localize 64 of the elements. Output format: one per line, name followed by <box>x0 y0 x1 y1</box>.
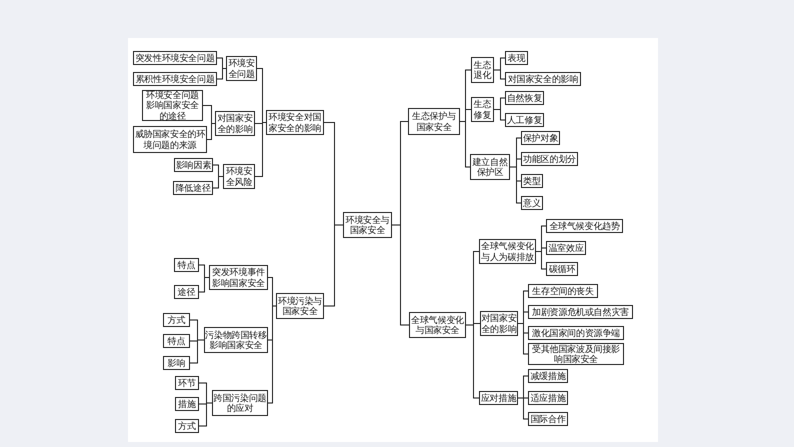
topic-box: 对国家安全的影响 <box>505 72 581 86</box>
topic-box: 特点 <box>163 334 190 348</box>
connector-line <box>254 122 266 177</box>
connector-line <box>268 306 276 404</box>
topic-box: 全球气候变化与国家安全 <box>409 312 466 338</box>
topic-box: 受其他国家波及间接影响国家安全 <box>528 343 624 365</box>
topic-box: 建立自然保护区 <box>470 154 510 180</box>
topic-box: 对国家安全的影响 <box>480 311 518 336</box>
connector-line <box>392 224 410 326</box>
topic-box: 生态退化 <box>471 57 494 83</box>
topic-box: 降低途径 <box>173 181 213 195</box>
topic-box: 表现 <box>505 51 528 65</box>
topic-box: 影响 <box>163 356 190 370</box>
connector-line <box>510 166 522 204</box>
topic-box: 措施 <box>175 397 199 411</box>
topic-box: 累积性环境安全问题 <box>133 72 217 86</box>
topic-box: 保护对象 <box>521 131 560 145</box>
topic-box: 对国家安全的影响 <box>215 111 255 136</box>
connector-line <box>212 176 224 188</box>
connector-line <box>216 68 226 80</box>
topic-box: 跨国污染问题的应对 <box>212 390 268 416</box>
topic-box: 环境安全与国家安全 <box>343 212 392 238</box>
connector-line <box>536 251 546 270</box>
topic-box: 威胁国家安全的环境问题的来源 <box>133 126 207 153</box>
topic-box: 加剧资源危机或自然灾害 <box>528 305 633 319</box>
topic-box: 生态保护与国家安全 <box>408 108 460 135</box>
topic-box: 人工修复 <box>505 113 544 127</box>
topic-box: 影响因素 <box>174 158 213 172</box>
topic-box: 环境污染与国家安全 <box>276 293 324 319</box>
topic-box: 特点 <box>174 258 199 272</box>
topic-box: 突发性环境安全问题 <box>133 51 217 65</box>
topic-box: 环境安全问题影响国家安全的途径 <box>142 90 203 121</box>
topic-box: 环节 <box>175 376 199 390</box>
topic-box: 污染物跨国转移影响国家安全 <box>204 327 268 353</box>
connector-line <box>460 121 470 168</box>
topic-box: 功能区的划分 <box>521 152 578 166</box>
topic-box: 环境安全风险 <box>223 164 255 189</box>
topic-box: 自然恢复 <box>505 91 544 105</box>
topic-box: 生态修复 <box>471 97 494 122</box>
topic-box: 减缓措施 <box>528 369 568 383</box>
topic-box: 激化国家间的资源争端 <box>528 326 624 340</box>
topic-box: 突发环境事件影响国家安全 <box>209 265 268 290</box>
topic-box: 意义 <box>521 196 543 210</box>
topic-box: 应对措施 <box>479 391 518 405</box>
connector-line <box>466 324 480 398</box>
topic-box: 环境安全问题 <box>226 56 257 81</box>
connector-line <box>206 123 216 140</box>
topic-box: 国际合作 <box>528 412 568 426</box>
topic-box: 温室效应 <box>546 241 586 255</box>
topic-box: 方式 <box>163 313 190 327</box>
topic-box: 方式 <box>175 419 199 433</box>
topic-box: 途径 <box>174 285 199 299</box>
topic-box: 全球气候变化与人为碳排放 <box>479 239 536 264</box>
topic-box: 生存空间的丧失 <box>528 284 598 298</box>
topic-box: 全球气候变化趋势 <box>546 219 623 233</box>
topic-box: 碳循环 <box>546 262 578 276</box>
connector-line <box>494 70 506 80</box>
topic-box: 类型 <box>521 174 543 188</box>
connector-line <box>190 340 204 364</box>
connector-line <box>494 109 506 120</box>
connector-line <box>518 323 528 354</box>
connector-line <box>198 277 210 292</box>
topic-box: 环境安全对国家安全的影响 <box>266 110 324 135</box>
topic-box: 适应措施 <box>528 391 568 405</box>
